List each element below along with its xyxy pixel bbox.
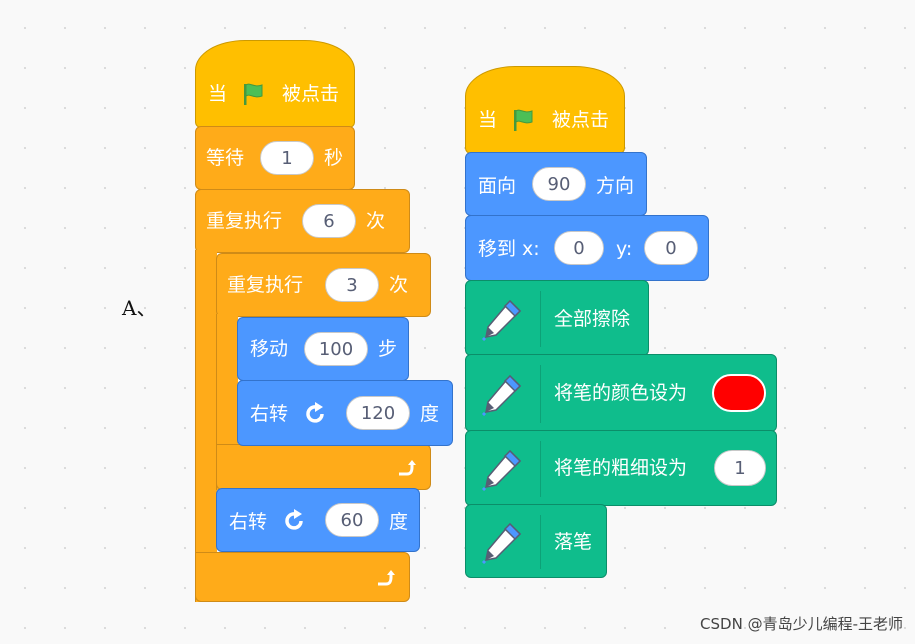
repeat-outer-arm [195,250,217,602]
block-text-post: 度 [389,511,409,533]
when-flag-clicked-block[interactable]: 当 被点击 [465,66,625,154]
repeat-inner-count-input[interactable]: 3 [325,268,379,302]
block-divider [540,441,541,497]
block-text-ylabel: y: [616,238,633,260]
repeat-outer-block[interactable]: 重复执行 6 次 [195,189,410,253]
pen-icon [481,449,522,491]
block-text-pre: 移到 x: [478,238,540,260]
repeat-inner-footer [216,444,431,490]
block-label: 将笔的粗细设为 [554,457,688,479]
loop-arrow-icon [378,570,395,586]
block-text-post: 秒 [324,147,344,169]
set-pen-size-block[interactable]: 将笔的粗细设为 1 [465,430,777,506]
block-label: 全部擦除 [554,308,631,330]
block-divider [540,291,541,347]
green-flag-icon [244,83,263,105]
block-divider [540,365,541,423]
block-label: 将笔的颜色设为 [554,382,688,404]
when-flag-clicked-block[interactable]: 当 被点击 [195,40,355,128]
move-steps-block[interactable]: 移动 100 步 [237,317,409,381]
pen-size-input[interactable]: 1 [714,450,766,486]
block-text-pre: 面向 [478,175,517,197]
pen-icon [481,374,522,416]
block-text-pre: 等待 [206,147,245,169]
block-text-post: 次 [389,274,409,296]
point-in-direction-block[interactable]: 面向 90 方向 [465,152,647,216]
direction-input[interactable]: 90 [532,167,586,201]
block-text-pre: 移动 [250,338,289,360]
pen-down-block[interactable]: 落笔 [465,504,607,578]
block-text-pre: 重复执行 [206,210,283,232]
rotate-clockwise-icon [285,509,303,530]
block-text-post: 方向 [596,175,635,197]
block-text-pre: 右转 [250,403,289,425]
repeat-inner-block[interactable]: 重复执行 3 次 [216,253,431,317]
repeat-outer-count-input[interactable]: 6 [302,204,356,238]
block-text-post: 被点击 [282,83,340,105]
turn-degrees-input[interactable]: 120 [346,396,410,430]
block-label: 落笔 [554,531,593,553]
set-pen-color-block[interactable]: 将笔的颜色设为 [465,354,777,432]
go-to-xy-block[interactable]: 移到 x: 0 y: 0 [465,215,709,281]
block-text-pre: 右转 [229,511,268,533]
x-input[interactable]: 0 [554,231,604,265]
turn-degrees-input[interactable]: 60 [325,503,379,537]
pen-clear-block[interactable]: 全部擦除 [465,280,649,356]
y-input[interactable]: 0 [644,231,698,265]
block-text-post: 次 [366,210,386,232]
loop-arrow-icon [399,460,416,476]
block-text-post: 被点击 [552,109,610,131]
wait-seconds-input[interactable]: 1 [260,141,314,175]
rotate-clockwise-icon [306,402,324,423]
block-text-pre: 当 [478,109,498,131]
watermark: CSDN @青岛少儿编程-王老师 [700,615,903,633]
move-steps-input[interactable]: 100 [304,332,368,366]
turn-right-block[interactable]: 右转 60 度 [216,488,420,552]
block-divider [540,515,541,569]
block-text-pre: 当 [208,83,228,105]
repeat-outer-footer [195,552,410,602]
block-text-post: 步 [378,338,398,360]
block-text-pre: 重复执行 [227,274,304,296]
wait-seconds-block[interactable]: 等待 1 秒 [195,126,355,190]
turn-right-block[interactable]: 右转 120 度 [237,380,453,446]
pen-icon [481,299,522,341]
block-text-post: 度 [420,403,440,425]
option-label: A、 [122,296,157,320]
pen-color-swatch[interactable] [712,374,766,412]
green-flag-icon [514,109,533,131]
pen-icon [481,522,522,564]
